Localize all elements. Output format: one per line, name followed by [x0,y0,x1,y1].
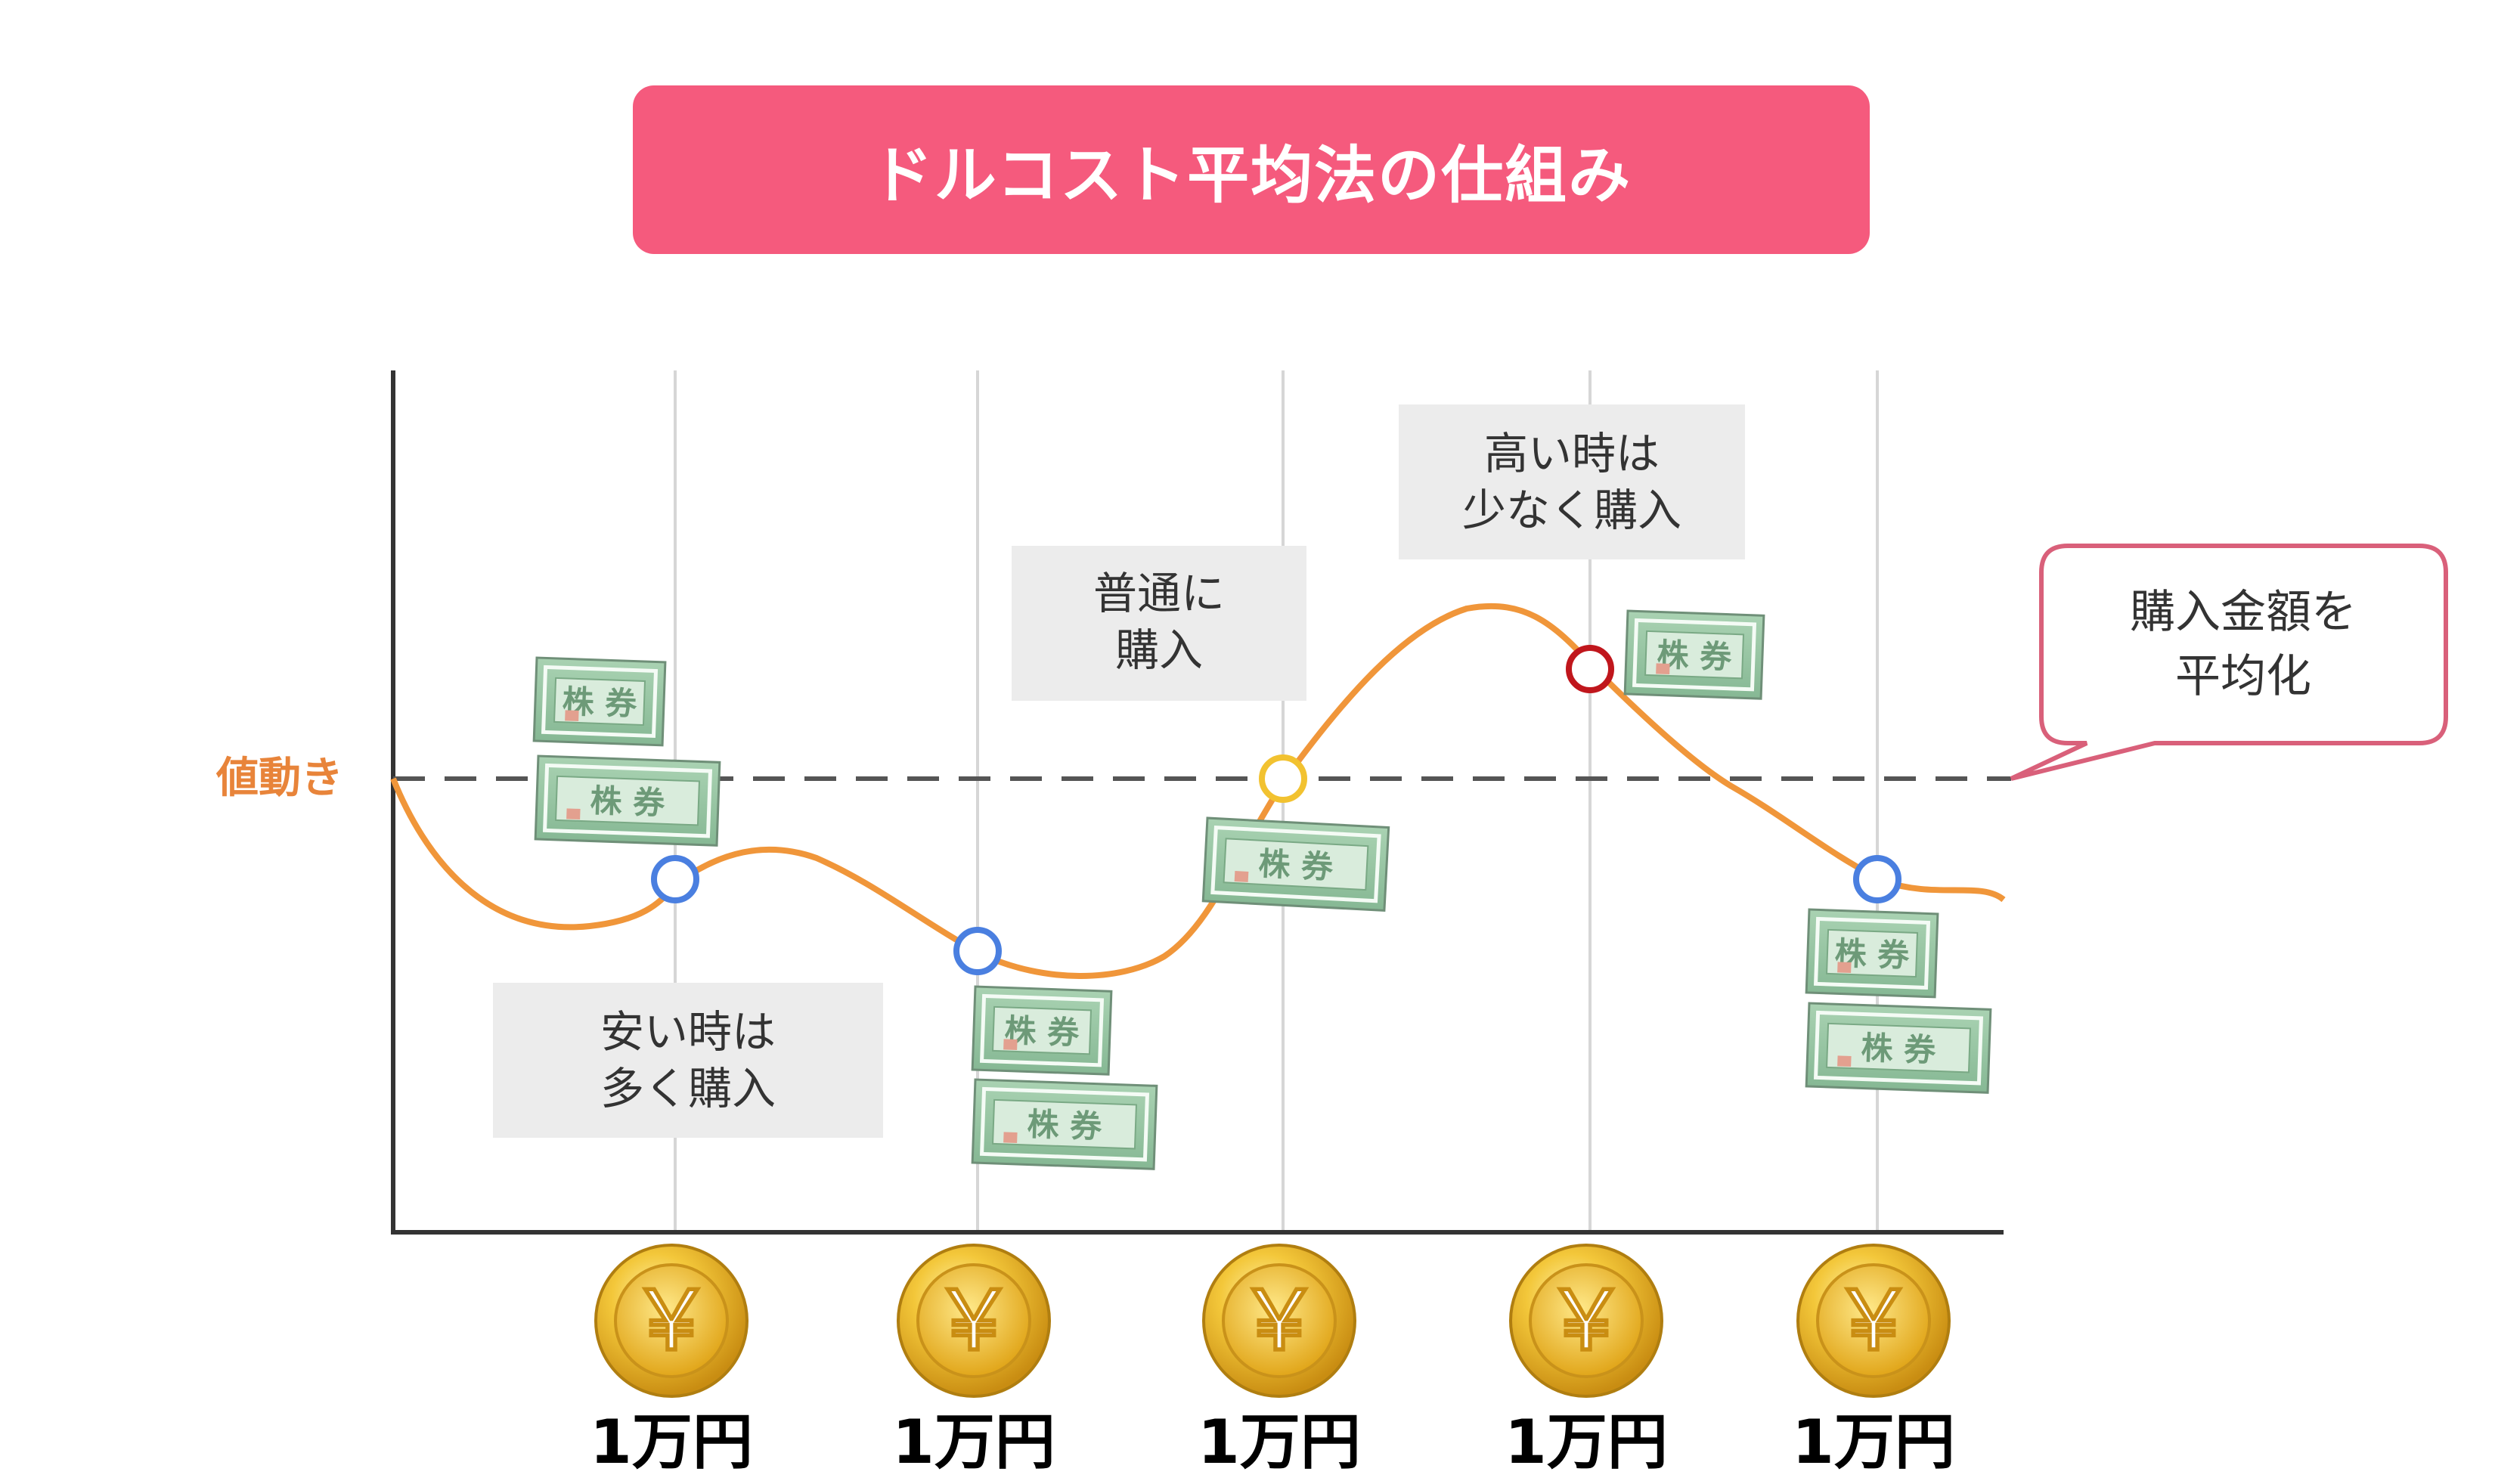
callout-expensive-line2: 少なく購入 [1462,485,1681,536]
purchase-markers [651,645,1901,975]
speech-bubble-line1: 購入金額を [2130,586,2357,639]
yen-symbol: ￥ [1545,1272,1628,1369]
stock-certificate: 株 券 [971,1078,1158,1170]
purchase-marker-lowest [953,927,1002,975]
callout-cheap-line2: 多く購入 [600,1063,776,1114]
investment-amount: 1万円 [1198,1407,1361,1477]
certificate-label: 株 券 [1257,845,1334,886]
callout-normal-line2: 購入 [1115,624,1203,676]
purchase-marker-low [651,855,699,903]
page-title: ドルコスト平均法の仕組み [870,140,1632,212]
purchase-marker-high [1566,645,1614,693]
stock-certificate: 株 券 [1201,816,1390,912]
investment-amount: 1万円 [590,1407,753,1477]
yen-symbol: ￥ [1238,1272,1321,1369]
investment-amount: 1万円 [1792,1407,1955,1477]
yen-symbol: ￥ [630,1272,713,1369]
yen-coin: ￥ [1509,1244,1663,1398]
callout-normal: 普通に 購入 [1012,546,1306,701]
stock-certificate: 株 券 [1805,1002,1992,1094]
callout-expensive: 高い時は 少なく購入 [1399,404,1745,559]
title-banner: ドルコスト平均法の仕組み [633,85,1870,254]
callout-cheap-line1: 安い時は [600,1006,776,1058]
certificate-label: 株 券 [590,782,666,821]
callout-cheap: 安い時は 多く購入 [493,983,883,1138]
yen-coin: ￥ [594,1244,748,1398]
yen-coin: ￥ [897,1244,1051,1398]
certificate-label: 株 券 [1861,1029,1937,1068]
callout-expensive-line1: 高い時は [1484,428,1660,479]
stock-certificate: 株 券 [1805,908,1939,999]
speech-bubble: 購入金額を 平均化 [2010,544,2448,781]
stock-certificate: 株 券 [532,656,667,747]
purchase-marker-average [1259,754,1307,803]
yen-symbol: ￥ [1832,1272,1915,1369]
stock-certificate: 株 券 [534,754,721,847]
investment-amount: 1万円 [892,1407,1055,1477]
yen-coin: ￥ [1202,1244,1356,1398]
investment-amount: 1万円 [1505,1407,1668,1477]
certificate-label: 株 券 [1027,1105,1103,1145]
speech-bubble-line2: 平均化 [2175,650,2311,703]
stock-certificate: 株 券 [971,985,1113,1076]
stock-certificate: 株 券 [1623,609,1765,700]
coins-row: ￥ 1万円 ￥ 1万円 ￥ 1万円 ￥ 1万円 ￥ 1万円 [590,1244,1955,1477]
callout-normal-line1: 普通に [1093,568,1225,619]
y-axis-label: 値動き [215,754,343,803]
stock-certificates: 株 券株 券株 券株 券株 券株 券株 券株 券 [532,609,1992,1170]
purchase-marker-low [1853,855,1901,903]
yen-symbol: ￥ [932,1272,1015,1369]
yen-coin: ￥ [1796,1244,1951,1398]
